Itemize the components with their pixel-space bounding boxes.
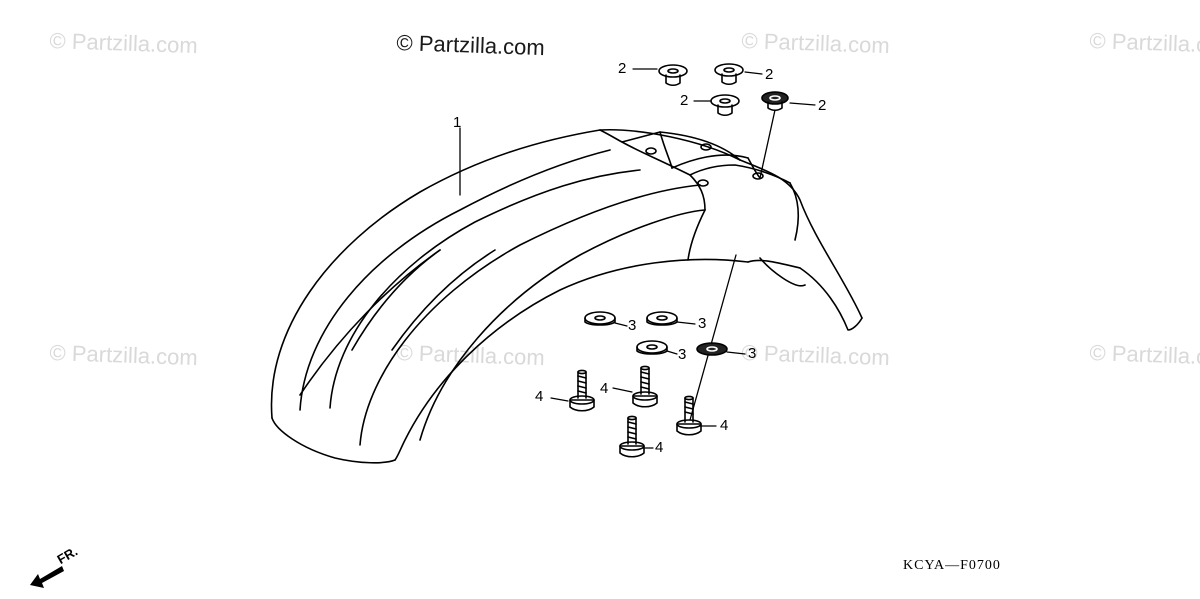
cushion-part <box>710 94 740 117</box>
callout-cushion: 2 <box>680 92 689 109</box>
callout-washer: 3 <box>698 315 707 332</box>
washer-part <box>584 311 616 326</box>
front-direction-arrow-icon <box>30 566 64 588</box>
washer-part <box>636 340 668 355</box>
bolt-part <box>569 369 595 412</box>
cushion-part <box>658 64 688 87</box>
callout-washer: 3 <box>748 345 757 362</box>
bolt-part <box>619 415 645 458</box>
washer-part <box>696 342 728 356</box>
callout-bolt: 4 <box>600 380 609 397</box>
leader-line <box>759 109 776 179</box>
callout-fender: 1 <box>453 114 462 131</box>
diagram-code: KCYA—F0700 <box>903 558 1001 573</box>
callout-washer: 3 <box>628 317 637 334</box>
callout-bolt: 4 <box>720 417 729 434</box>
callout-cushion: 2 <box>618 60 627 77</box>
callout-cushion: 2 <box>818 97 827 114</box>
callout-washer: 3 <box>678 346 687 363</box>
front-fender-part <box>270 128 863 464</box>
cushion-part <box>714 63 744 86</box>
callout-bolt: 4 <box>655 439 664 456</box>
leader-line <box>689 254 737 421</box>
callout-cushion: 2 <box>765 66 774 83</box>
bolt-part <box>632 365 658 408</box>
callout-bolt: 4 <box>535 388 544 405</box>
washer-part <box>646 311 678 326</box>
bolt-part <box>676 395 702 436</box>
cushion-part <box>761 91 789 112</box>
